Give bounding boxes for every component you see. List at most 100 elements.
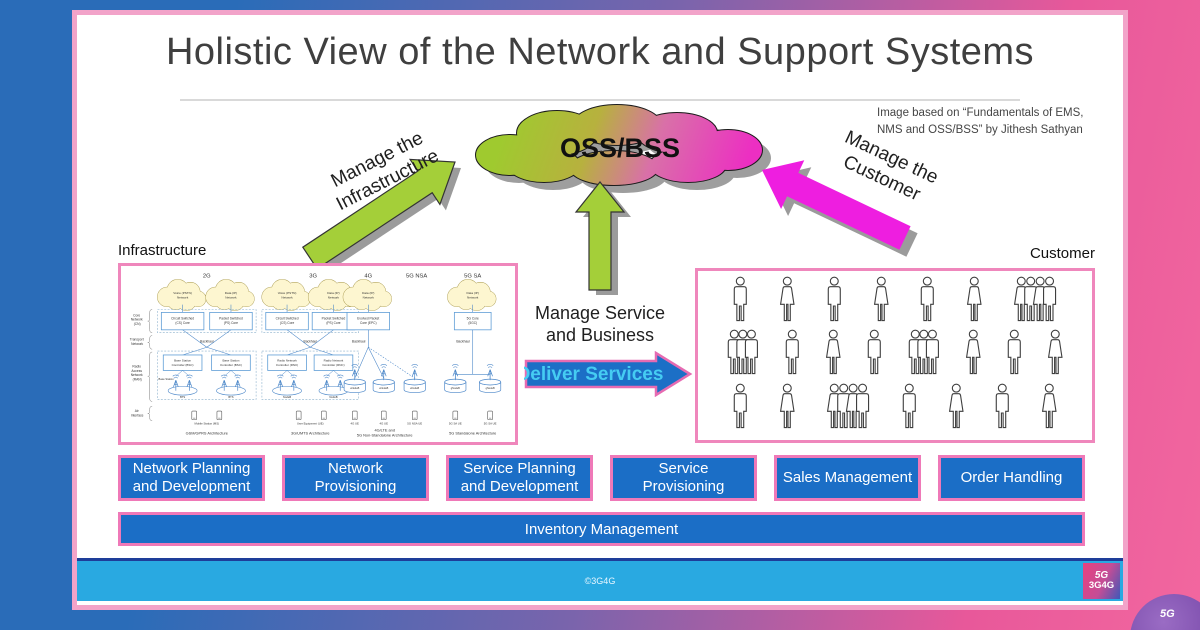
- ossbss-label: OSS/BSS: [560, 133, 680, 163]
- brand-logo: 5G 3G4G: [1083, 563, 1120, 599]
- person-icon-woman: [964, 276, 985, 329]
- inventory-management-bar: Inventory Management: [118, 512, 1085, 546]
- person-icon-man: [899, 383, 920, 436]
- svg-text:NodeB: NodeB: [283, 395, 291, 399]
- svg-text:eNodeB: eNodeB: [379, 387, 388, 390]
- svg-text:BTS: BTS: [228, 395, 233, 399]
- deliver-services-label: Deliver Services: [524, 364, 663, 385]
- person-icon-man: [782, 329, 803, 382]
- infra-backhaul-lines: [182, 329, 491, 381]
- svg-text:eNodeB: eNodeB: [350, 387, 359, 390]
- person-icon-woman: [1039, 383, 1060, 436]
- footer-bar: ©3G4G 5G 3G4G: [77, 561, 1123, 601]
- svg-text:Voice (PSTN)Network: Voice (PSTN)Network: [278, 291, 297, 299]
- footer-divider: [77, 558, 1123, 561]
- process-box-service-planning: Service Planning and Development: [446, 455, 593, 501]
- person-icon-woman: [777, 383, 798, 436]
- manage-service-arrow-shadow: [583, 187, 631, 295]
- person-icon-woman: [946, 383, 967, 436]
- svg-text:Packet Switched(PS) Core: Packet Switched(PS) Core: [219, 316, 243, 324]
- infra-side-labels: Core Network (CN) Transport Network Radi…: [130, 309, 153, 421]
- process-box-order-handling: Order Handling: [938, 455, 1085, 501]
- svg-text:Transport Networ: Transport Network: [130, 337, 145, 345]
- person-icon-man: [730, 276, 751, 329]
- svg-text:3G/UMTS Architecture: 3G/UMTS Architecture: [291, 431, 330, 435]
- svg-text:Backhaul: Backhaul: [456, 339, 470, 343]
- svg-text:5G Standalone Architecture: 5G Standalone Architecture: [449, 431, 496, 435]
- svg-text:Core Network: Core Network (CN): [131, 313, 144, 326]
- svg-text:GSM/GPRS Architecture: GSM/GPRS Architecture: [186, 431, 228, 435]
- infra-header-3g: 3G: [309, 274, 317, 280]
- svg-text:Mobile Station (MS): Mobile Station (MS): [195, 422, 220, 426]
- svg-text:Base Station: Base Station: [159, 377, 175, 381]
- customer-row: [704, 383, 1086, 436]
- process-box-sales-management: Sales Management: [774, 455, 921, 501]
- process-box-service-provisioning: Service Provisioning: [610, 455, 757, 501]
- svg-text:Voice (PSTN)Network: Voice (PSTN)Network: [173, 291, 192, 299]
- svg-text:5G SA UE: 5G SA UE: [484, 422, 497, 426]
- svg-text:Radio Access: Radio Access Network (RAN): [131, 365, 144, 382]
- person-icon-woman: [1045, 329, 1066, 382]
- svg-text:Packet Switched(PS) Core: Packet Switched(PS) Core: [322, 316, 346, 324]
- svg-text:5G NSA UE: 5G NSA UE: [407, 422, 422, 426]
- person-icon-man: [992, 383, 1013, 436]
- person-icon-group3: [905, 329, 943, 382]
- customer-panel: [695, 268, 1095, 443]
- infra-header-2g: 2G: [203, 274, 211, 280]
- svg-text:gNodeB: gNodeB: [486, 387, 495, 390]
- page-title: Holistic View of the Network and Support…: [165, 31, 1035, 73]
- svg-text:NodeB: NodeB: [329, 395, 337, 399]
- svg-text:eNodeB: eNodeB: [410, 387, 419, 390]
- person-icon-woman: [963, 329, 984, 382]
- title-divider: [180, 99, 1020, 101]
- person-icon-group3: [724, 329, 762, 382]
- svg-text:Backhaul: Backhaul: [304, 339, 318, 343]
- person-icon-group4: [824, 383, 873, 436]
- svg-text:User Equipment (UE): User Equipment (UE): [297, 422, 324, 426]
- svg-text:Data (IP)Network: Data (IP)Network: [225, 291, 237, 299]
- svg-text:Backhaul: Backhaul: [200, 339, 214, 343]
- svg-text:gNodeB: gNodeB: [451, 387, 460, 390]
- infra-header-5gsa: 5G SA: [464, 274, 481, 280]
- corner-brand-badge: 5G: [1130, 594, 1200, 630]
- person-icon-man: [864, 329, 885, 382]
- person-icon-man: [730, 383, 751, 436]
- customer-row: [704, 276, 1086, 329]
- svg-text:Data (IP)Network: Data (IP)Network: [467, 291, 479, 299]
- person-icon-group4: [1011, 276, 1060, 329]
- svg-text:Air Interface: Air Interface: [131, 409, 144, 417]
- infra-core: Circuit Switched(CS) Core Packet Switche…: [157, 309, 492, 334]
- infra-ue: Mobile Station (MS) User Equipment (UE) …: [191, 410, 497, 426]
- person-icon-woman: [823, 329, 844, 382]
- svg-text:4G UE: 4G UE: [380, 422, 389, 426]
- infra-lines-top: [182, 304, 474, 313]
- person-icon-woman: [871, 276, 892, 329]
- customer-label: Customer: [1029, 245, 1095, 262]
- manage-infrastructure-label: Manage the Infrastructure: [327, 127, 443, 216]
- infrastructure-label: Infrastructure: [118, 242, 207, 259]
- side-braces: [147, 309, 153, 421]
- customer-row: [704, 329, 1086, 382]
- manage-service-label: Manage Service and Business: [534, 303, 666, 345]
- svg-text:4G UE: 4G UE: [351, 422, 360, 426]
- svg-text:Data (IP)Network: Data (IP)Network: [362, 291, 374, 299]
- svg-text:5G Core(5GC): 5G Core(5GC): [467, 316, 479, 324]
- infra-clouds: Voice (PSTN)Network Data (IP)Network Voi…: [156, 279, 497, 311]
- process-box-network-provisioning: Network Provisioning: [282, 455, 429, 501]
- attribution-text: Image based on “Fundamentals of EMS, NMS…: [877, 107, 1084, 137]
- ossbss-cloud: OSS/BSS: [452, 95, 782, 200]
- infra-header-4g: 4G: [364, 274, 372, 280]
- process-box-row: Network Planning and Development Network…: [118, 455, 1085, 501]
- person-icon-man: [1004, 329, 1025, 382]
- process-box-network-planning: Network Planning and Development: [118, 455, 265, 501]
- person-icon-man: [917, 276, 938, 329]
- svg-text:Circuit Switched(CS) Core: Circuit Switched(CS) Core: [276, 316, 299, 324]
- copyright-text: ©3G4G: [584, 576, 616, 586]
